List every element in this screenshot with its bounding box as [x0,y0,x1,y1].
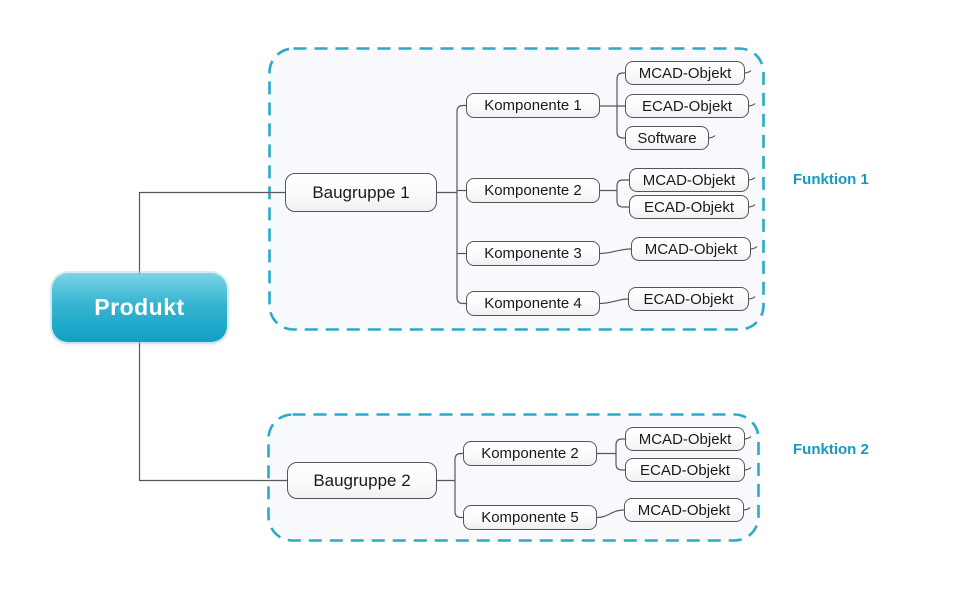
node-komponente-4: Komponente 4 [466,291,600,316]
node-produkt: Produkt [52,273,227,342]
node-ecad-objekt: ECAD-Objekt [629,195,749,219]
node-ecad-objekt: ECAD-Objekt [625,94,749,118]
label-funktion-2: Funktion 2 [793,441,869,458]
connector-k5-child [596,509,625,519]
node-komponente-1: Komponente 1 [466,93,600,118]
connector-k2-spine [616,179,629,208]
connector-baugruppe1-spine [456,104,466,305]
node-mcad-objekt: MCAD-Objekt [631,237,751,261]
node-mcad-objekt: MCAD-Objekt [625,427,745,451]
node-komponente-3: Komponente 3 [466,241,600,266]
node-mcad-objekt: MCAD-Objekt [624,498,744,522]
node-mcad-objekt: MCAD-Objekt [629,168,749,192]
label-funktion-1: Funktion 1 [793,171,869,188]
node-software: Software [625,126,709,150]
connector-k4-child [599,298,629,305]
leaf-stub-lines [708,70,758,511]
connector-baugruppe2-spine [454,452,463,519]
node-ecad-objekt: ECAD-Objekt [625,458,745,482]
connector-k1-spine [616,72,625,139]
node-ecad-objekt: ECAD-Objekt [628,287,749,311]
connector-produkt-baugruppe2 [138,342,287,482]
node-mcad-objekt: MCAD-Objekt [625,61,745,85]
node-baugruppe-2: Baugruppe 2 [287,462,437,499]
node-komponente-5: Komponente 5 [463,505,597,530]
connector-k3-child [599,248,632,255]
node-baugruppe-1: Baugruppe 1 [285,173,437,212]
connector-k2b-spine [615,438,625,471]
node-komponente-2: Komponente 2 [466,178,600,203]
connector-lines [138,70,758,519]
connector-produkt-baugruppe1 [138,191,285,273]
node-komponente-2-f2: Komponente 2 [463,441,597,466]
